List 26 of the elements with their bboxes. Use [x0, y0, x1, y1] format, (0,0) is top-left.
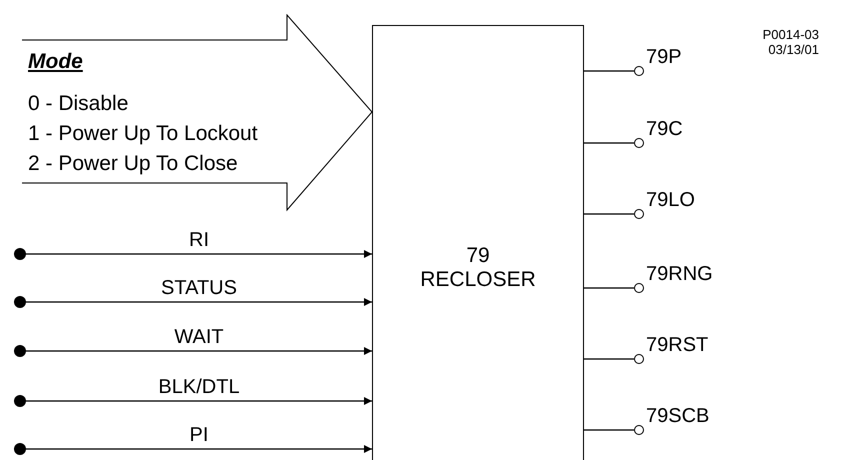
connector-line: [584, 142, 634, 144]
output-label: 79SCB: [646, 405, 710, 428]
block-title: 79: [465, 244, 491, 268]
arrow: [26, 298, 372, 306]
function-block: [372, 25, 584, 460]
mode-option: 2 - Power Up To Close: [28, 152, 238, 176]
output-label: 79C: [646, 118, 683, 141]
arrow: [26, 397, 372, 405]
output-label: 79LO: [646, 189, 695, 212]
output-label: 79P: [646, 46, 682, 69]
connector-line: [584, 287, 634, 289]
output-label: 79RST: [646, 334, 708, 357]
connector-line: [584, 70, 634, 72]
arrow: [26, 347, 372, 355]
mode-option: 0 - Disable: [28, 92, 128, 116]
connector-line: [584, 358, 634, 360]
connector-line: [584, 429, 634, 431]
block-title: RECLOSER: [419, 268, 537, 292]
mode-option: 1 - Power Up To Lockout: [28, 122, 258, 146]
output-label: 79RNG: [646, 263, 713, 286]
document-number: P0014-03: [762, 27, 819, 42]
mode-heading: Mode: [28, 50, 83, 74]
arrow: [26, 445, 372, 453]
connector-line: [584, 213, 634, 215]
arrow: [26, 250, 372, 258]
date-label: 03/13/01: [768, 42, 819, 57]
